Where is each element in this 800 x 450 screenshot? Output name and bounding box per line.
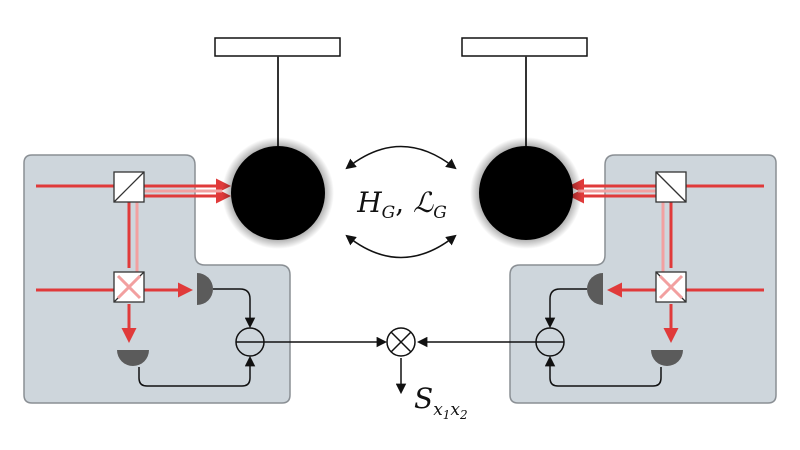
right-test-mass <box>479 146 573 240</box>
right-pendulum <box>461 37 588 249</box>
photodetector-icon <box>587 273 603 305</box>
coupling-label: HG, ℒG <box>356 186 447 223</box>
photodetector-icon <box>651 350 683 366</box>
multiplier-icon <box>386 327 416 357</box>
coupling-arrows <box>345 145 457 259</box>
right-readout-panel <box>509 154 777 404</box>
left-test-mass <box>231 146 325 240</box>
right-suspension-mount <box>461 37 588 57</box>
photodetector-icon <box>197 273 213 305</box>
left-readout-panel <box>23 154 291 404</box>
left-suspension-mount <box>214 37 341 57</box>
correlator-wires <box>264 336 536 395</box>
left-laser-beams <box>36 178 231 343</box>
left-laser-beams-faint <box>135 189 222 272</box>
beam-splitter-icon <box>113 171 145 203</box>
right-signal-wires <box>544 288 662 387</box>
left-signal-wires <box>138 288 256 387</box>
beam-splitter-icon <box>113 271 145 303</box>
beam-splitter-icon <box>655 271 687 303</box>
photodetector-icon <box>117 350 149 366</box>
left-panel-background <box>23 154 291 404</box>
beam-splitter-icon <box>655 171 687 203</box>
right-panel-background <box>509 154 777 404</box>
right-laser-beams-faint <box>578 189 665 272</box>
right-laser-beams <box>569 178 764 343</box>
output-signal-label: Sx1x2 <box>414 382 468 422</box>
left-pendulum <box>214 37 341 249</box>
